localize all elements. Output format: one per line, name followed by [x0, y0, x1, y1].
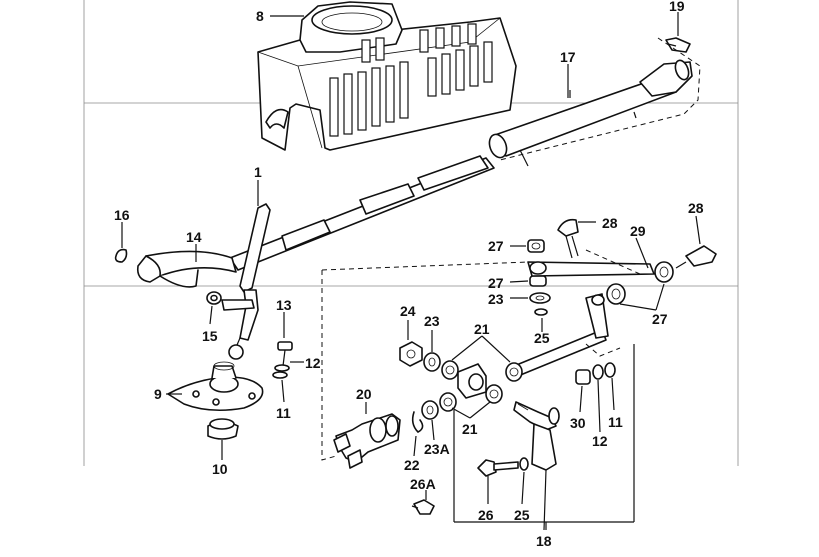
callout-17: 17	[560, 49, 576, 65]
part-25-washer-lower	[519, 457, 529, 471]
part-24-nut	[399, 341, 423, 367]
part-16-clip	[114, 248, 128, 263]
part-29-link	[527, 261, 655, 277]
part-23-washer-middle	[423, 352, 441, 372]
callout-13: 13	[276, 297, 292, 313]
part-19-screw	[665, 37, 691, 53]
part-28-right-bolt	[675, 245, 717, 269]
part-11-washer	[272, 371, 288, 379]
callout-28-upper: 28	[602, 215, 618, 231]
part-19-dashed-guide	[499, 37, 701, 161]
callout-20: 20	[356, 386, 372, 402]
part-26A-screw	[411, 499, 435, 515]
cover-ribs	[329, 23, 493, 137]
dashed-alignment-left	[321, 261, 529, 461]
callout-10: 10	[212, 461, 228, 477]
part-10-bushing	[207, 418, 239, 440]
part-18-shift-arm	[513, 401, 560, 471]
callout-8: 8	[256, 8, 264, 24]
part-27-nut-middle	[529, 275, 547, 287]
part-8-shift-cover	[257, 1, 517, 151]
part-15-washer	[206, 291, 222, 305]
callout-23-middle: 23	[424, 313, 440, 329]
part-12-lock-washer-right	[592, 364, 604, 380]
callout-11-right: 11	[608, 414, 623, 430]
callout-9: 9	[154, 386, 162, 402]
part-28-upper-bolt	[557, 218, 579, 259]
right-group-guide	[585, 343, 621, 357]
callout-23A: 23A	[424, 441, 450, 457]
leader-lines	[121, 12, 701, 531]
callout-18: 18	[536, 533, 552, 549]
callout-21-lower: 21	[462, 421, 478, 437]
part-21-bushings	[439, 360, 523, 412]
part-12-lock-washer	[274, 364, 290, 372]
callout-14: 14	[186, 229, 202, 245]
part-23-washer-upper	[529, 292, 551, 304]
callout-23-upper: 23	[488, 291, 504, 307]
callout-27-right: 27	[652, 311, 668, 327]
callout-29: 29	[630, 223, 646, 239]
part-25-lock-washer-upper	[534, 308, 548, 316]
callout-11-left: 11	[276, 405, 291, 421]
bellcrank-shaft	[513, 293, 609, 377]
part-13-bolt	[277, 341, 293, 367]
part-22-circlip	[411, 411, 424, 433]
callout-27-middle: 27	[488, 275, 504, 291]
part-11-washer-right	[604, 362, 616, 378]
part-27-nut-upper	[527, 239, 545, 253]
callout-26: 26	[478, 507, 494, 523]
callout-16: 16	[114, 207, 130, 223]
callout-22: 22	[404, 457, 420, 473]
callout-24: 24	[400, 303, 416, 319]
callout-12-left: 12	[305, 355, 321, 371]
part-30-nut	[575, 369, 591, 385]
part-26-bolt	[477, 459, 519, 477]
callout-12-right: 12	[592, 433, 608, 449]
callout-19: 19	[669, 0, 685, 14]
part-23A-washer	[421, 400, 439, 420]
part-9-base-plate	[167, 361, 264, 412]
callout-labels: 8 19 17 1 16 14 28 28 27 29 27 23 27 15 …	[114, 0, 704, 549]
part-20-coupling	[333, 413, 401, 469]
part-1-shift-lever	[221, 203, 271, 360]
shift-rod	[136, 155, 495, 288]
callout-27-upper: 27	[488, 238, 504, 254]
callout-21-upper: 21	[474, 321, 490, 337]
callout-1: 1	[254, 164, 262, 180]
callout-26A: 26A	[410, 476, 436, 492]
part-27-bushings-right	[606, 261, 674, 305]
callout-15: 15	[202, 328, 218, 344]
callout-25-lower: 25	[514, 507, 530, 523]
part-17-shift-tube	[488, 59, 693, 167]
pivot-block	[457, 363, 487, 399]
dashed-alignment-upper	[585, 249, 641, 275]
callout-25-upper: 25	[534, 330, 550, 346]
callout-28-right: 28	[688, 200, 704, 216]
callout-30: 30	[570, 415, 586, 431]
